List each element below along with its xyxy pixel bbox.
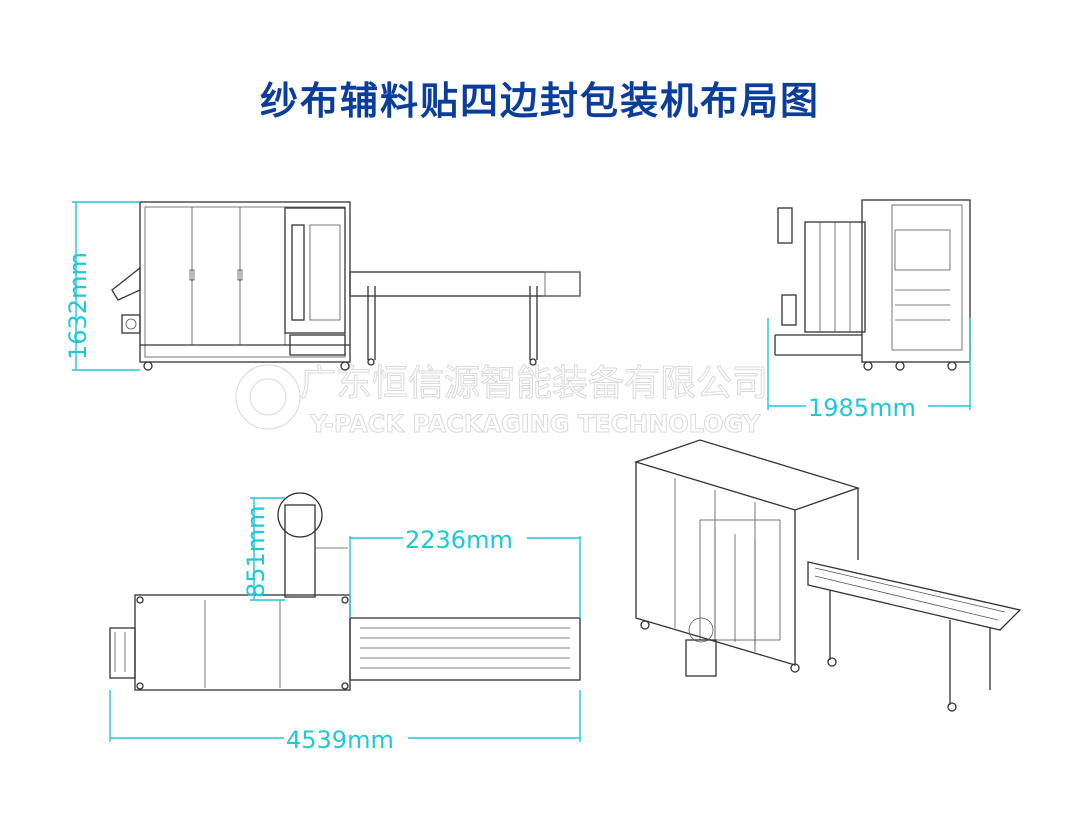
side-width-label: 1985mm	[808, 394, 916, 422]
conveyor-length-dimension: 2236mm	[349, 524, 581, 618]
top-view	[109, 492, 581, 691]
watermark-cn: 广东恒信源智能装备有限公司	[300, 363, 768, 404]
side-width-dimension: 1985mm	[767, 318, 971, 422]
total-length-label: 4539mm	[286, 726, 394, 754]
height-dimension: 1632mm	[64, 201, 140, 371]
company-watermark: 广东恒信源智能装备有限公司 Y-PACK PACKAGING TECHNOLOG…	[235, 363, 769, 439]
total-length-dimension: 4539mm	[109, 690, 581, 754]
page-title: 纱布辅料贴四边封包装机布局图	[259, 79, 820, 123]
side-view	[774, 199, 971, 371]
conveyor-length-label: 2236mm	[405, 526, 513, 554]
height-label: 1632mm	[64, 252, 92, 360]
gear-logo-icon	[235, 364, 301, 430]
front-view	[111, 201, 581, 371]
top-depth-label: 851mm	[242, 505, 270, 598]
top-depth-dimension: 851mm	[242, 497, 285, 601]
isometric-view	[633, 439, 1022, 712]
watermark-en: Y-PACK PACKAGING TECHNOLOGY	[309, 410, 761, 438]
